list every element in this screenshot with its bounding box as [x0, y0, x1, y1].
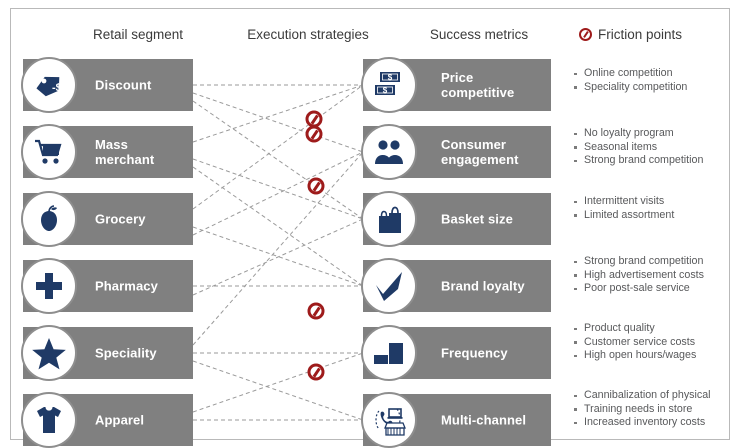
svg-text:-$: -$ [52, 82, 62, 94]
friction-item: Speciality competition [573, 81, 739, 95]
metric-row-frequency[interactable]: Frequency [361, 325, 551, 381]
friction-item: Limited assortment [573, 209, 739, 223]
friction-marker [307, 302, 325, 320]
metric-row-consumer-engagement[interactable]: Consumer engagement [361, 124, 551, 180]
star-icon [21, 325, 77, 381]
friction-item: Increased inventory costs [573, 416, 739, 430]
column-header-success-metrics: Success metrics [429, 27, 529, 42]
friction-item: No loyalty program [573, 127, 739, 141]
retail-row-grocery[interactable]: Grocery [21, 191, 193, 247]
retail-label: Speciality [95, 345, 157, 361]
tshirt-icon [21, 392, 77, 448]
metric-label: Consumer engagement [441, 137, 519, 167]
shopping-bags-icon [361, 191, 417, 247]
friction-item: Customer service costs [573, 336, 739, 350]
retail-row-apparel[interactable]: Apparel [21, 392, 193, 448]
friction-group-consumer-engagement: No loyalty program Seasonal items Strong… [573, 127, 739, 168]
friction-list: Strong brand competition High advertisem… [573, 255, 739, 296]
metric-row-basket-size[interactable]: Basket size [361, 191, 551, 247]
metric-label: Frequency [441, 345, 508, 361]
column-header-retail-segment: Retail segment [92, 27, 184, 42]
retail-row-pharmacy[interactable]: Pharmacy [21, 258, 193, 314]
friction-group-frequency: Product quality Customer service costs H… [573, 322, 739, 363]
retail-label: Grocery [95, 211, 146, 227]
metric-row-price-competitive[interactable]: $$ Price competitive [361, 57, 551, 113]
metric-label: Price competitive [441, 70, 515, 100]
svg-text:$: $ [383, 86, 388, 95]
checkmark-icon [361, 258, 417, 314]
column-header-friction-label: Friction points [598, 27, 683, 42]
connector-links [192, 84, 364, 421]
friction-group-brand-loyalty: Strong brand competition High advertisem… [573, 255, 739, 296]
metric-row-brand-loyalty[interactable]: Brand loyalty [361, 258, 551, 314]
friction-item: Online competition [573, 67, 739, 81]
retail-label: Discount [95, 77, 152, 93]
friction-item: Poor post-sale service [573, 282, 739, 296]
friction-item: Cannibalization of physical [573, 389, 739, 403]
two-people-icon [361, 124, 417, 180]
friction-group-multi-channel: Cannibalization of physical Training nee… [573, 389, 739, 430]
friction-list: Intermittent visits Limited assortment [573, 195, 739, 222]
retail-label: Pharmacy [95, 278, 158, 294]
friction-item: Product quality [573, 322, 739, 336]
banknotes-icon: $$ [361, 57, 417, 113]
friction-marker [307, 363, 325, 381]
friction-group-basket-size: Intermittent visits Limited assortment [573, 195, 739, 222]
metric-label: Brand loyalty [441, 278, 525, 294]
retail-row-speciality[interactable]: Speciality [21, 325, 193, 381]
diagram-frame: Retail segment Execution strategies Succ… [10, 8, 730, 448]
friction-list: No loyalty program Seasonal items Strong… [573, 127, 739, 168]
column-header-execution-strategies: Execution strategies [247, 27, 369, 42]
friction-item: Strong brand competition [573, 255, 739, 269]
retail-row-mass-merchant[interactable]: Mass merchant [21, 124, 193, 180]
friction-item: High open hours/wages [573, 349, 739, 363]
friction-list: Online competition Speciality competitio… [573, 67, 739, 94]
retail-row-discount[interactable]: -$ Discount [21, 57, 193, 113]
friction-item: Training needs in store [573, 403, 739, 417]
friction-item: Strong brand competition [573, 154, 739, 168]
retail-label: Mass merchant [95, 137, 155, 167]
friction-marker [307, 177, 325, 195]
friction-item: Seasonal items [573, 141, 739, 155]
retail-label: Apparel [95, 412, 145, 428]
column-header-friction-points: Friction points [579, 27, 682, 42]
friction-list: Product quality Customer service costs H… [573, 322, 739, 363]
plus-cross-icon [21, 258, 77, 314]
bar-chart-icon [361, 325, 417, 381]
apple-icon [21, 191, 77, 247]
price-tag-icon: -$ [21, 57, 77, 113]
metric-row-multi-channel[interactable]: Multi-channel [361, 392, 551, 448]
metric-label: Basket size [441, 211, 513, 227]
friction-item: High advertisement costs [573, 269, 739, 283]
metric-label: Multi-channel [441, 412, 527, 428]
svg-text:$: $ [388, 73, 393, 82]
phone-laptop-store-icon [361, 392, 417, 448]
friction-list: Cannibalization of physical Training nee… [573, 389, 739, 430]
friction-slash-icon [579, 28, 592, 41]
friction-marker [305, 125, 323, 143]
shopping-cart-icon [21, 124, 77, 180]
friction-group-price-competitive: Online competition Speciality competitio… [573, 67, 739, 94]
friction-item: Intermittent visits [573, 195, 739, 209]
